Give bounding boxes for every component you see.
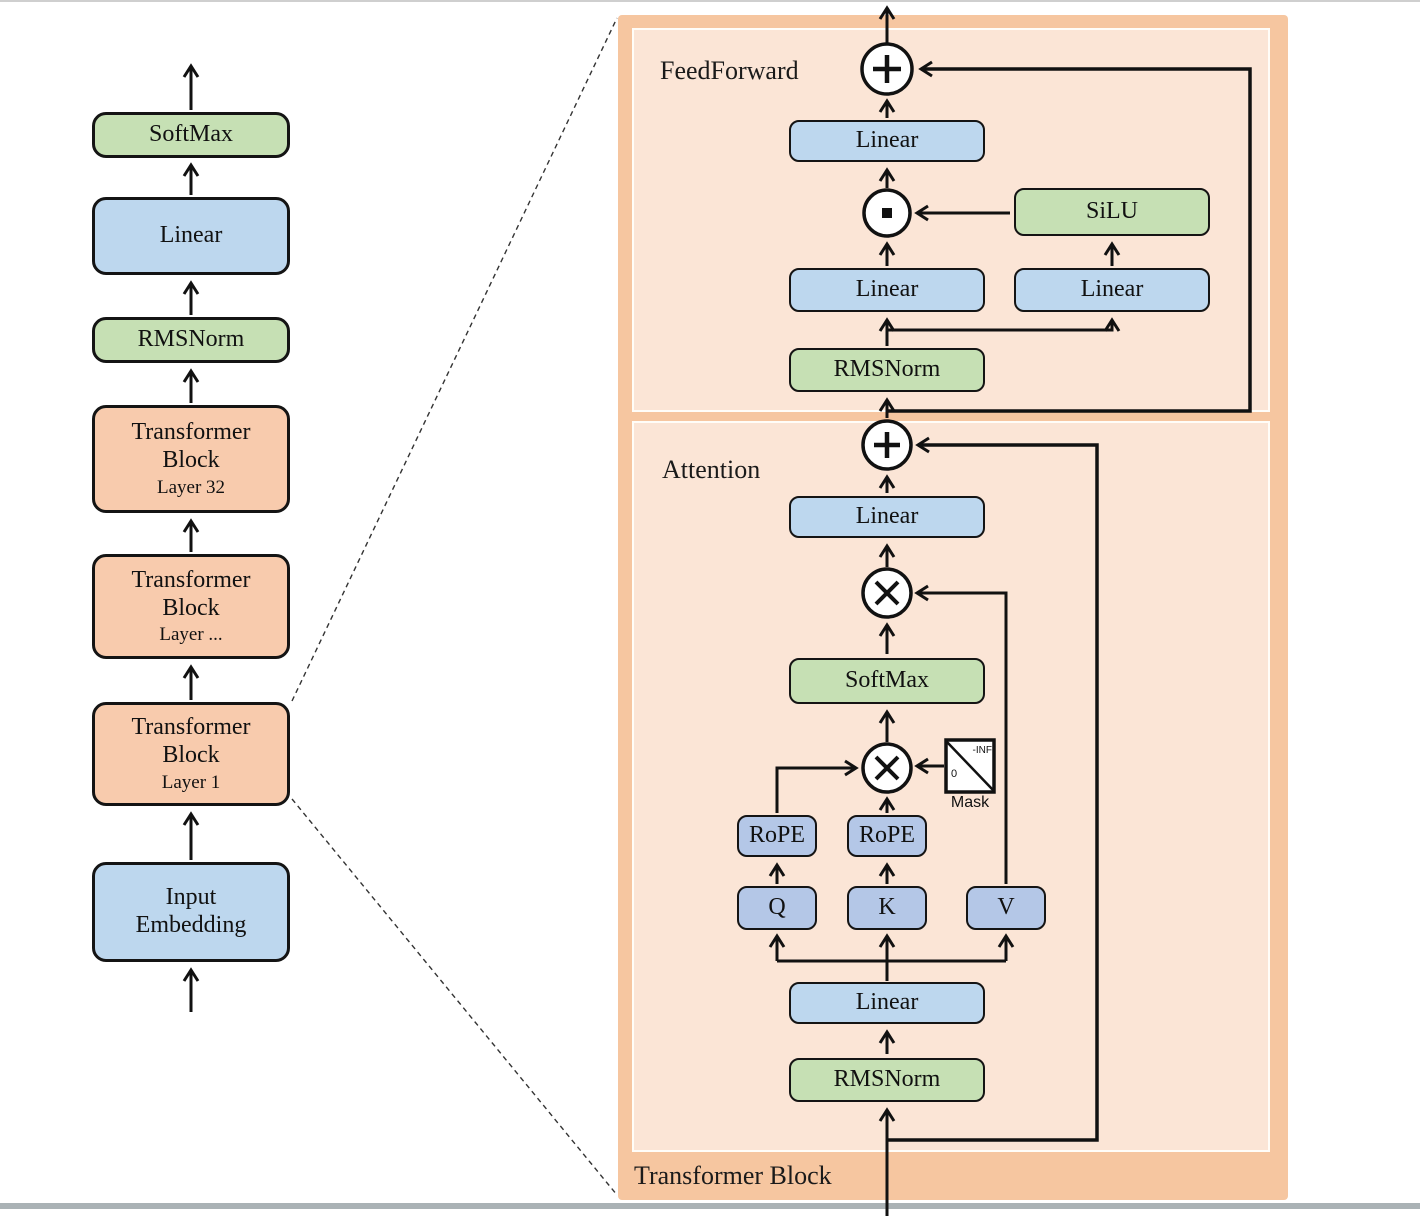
block-arrows xyxy=(768,5,1121,1216)
block-layer-label: Layer 32 xyxy=(156,476,226,498)
left-softmax-label: SoftMax xyxy=(149,121,233,148)
transformer-block-1-box: Transformer Block Layer 1 xyxy=(92,702,290,806)
block-label-line1: Transformer xyxy=(131,419,251,446)
matmul-icon-qk xyxy=(861,742,913,794)
q-label: Q xyxy=(768,894,786,921)
mask-label: Mask xyxy=(950,794,990,811)
k-label: K xyxy=(878,894,896,921)
zoom-guide-lines xyxy=(291,17,618,1196)
window-bottom-edge xyxy=(0,1203,1420,1209)
left-rmsnorm-label: RMSNorm xyxy=(137,326,245,353)
add-icon-feedforward xyxy=(860,42,914,96)
left-linear-box: Linear xyxy=(92,197,290,275)
v-box: V xyxy=(966,886,1046,930)
mask-neg-inf-label: -INF xyxy=(972,745,992,756)
att-linear-out-label: Linear xyxy=(855,503,919,530)
att-linear-out-box: Linear xyxy=(789,496,985,538)
transformer-block-panel-title: Transformer Block xyxy=(634,1161,832,1190)
ff-rmsnorm-label: RMSNorm xyxy=(833,356,941,383)
block-label-line2: Block xyxy=(162,742,220,769)
mask-icon xyxy=(944,738,996,794)
add-icon-attention xyxy=(861,419,913,471)
q-box: Q xyxy=(737,886,817,930)
left-rmsnorm-box: RMSNorm xyxy=(92,317,290,363)
ff-linear-out-label: Linear xyxy=(855,127,919,154)
input-embedding-line2: Embedding xyxy=(135,912,247,938)
att-softmax-label: SoftMax xyxy=(845,667,929,694)
att-softmax-box: SoftMax xyxy=(789,658,985,704)
transformer-block-dots-box: Transformer Block Layer ... xyxy=(92,554,290,659)
mask-zero-label: 0 xyxy=(951,768,958,780)
rope-k-box: RoPE xyxy=(847,815,927,857)
matmul-icon-av xyxy=(861,567,913,619)
elementwise-multiply-icon xyxy=(862,188,912,238)
left-linear-label: Linear xyxy=(159,222,223,249)
att-linear-in-box: Linear xyxy=(789,982,985,1024)
ff-linear-out-box: Linear xyxy=(789,120,985,162)
block-layer-label: Layer 1 xyxy=(161,771,221,793)
residual-connections xyxy=(887,60,1252,1142)
ff-linear-up-box: Linear xyxy=(1014,268,1210,312)
feedforward-title: FeedForward xyxy=(660,56,799,85)
rope-k-label: RoPE xyxy=(858,822,915,849)
att-rmsnorm-label: RMSNorm xyxy=(833,1066,941,1093)
rope-q-box: RoPE xyxy=(737,815,817,857)
att-rmsnorm-box: RMSNorm xyxy=(789,1058,985,1102)
v-label: V xyxy=(997,894,1015,921)
ff-rmsnorm-box: RMSNorm xyxy=(789,348,985,392)
k-box: K xyxy=(847,886,927,930)
window-top-edge xyxy=(0,0,1420,2)
transformer-block-32-box: Transformer Block Layer 32 xyxy=(92,405,290,513)
rope-q-label: RoPE xyxy=(748,822,805,849)
left-softmax-box: SoftMax xyxy=(92,112,290,158)
input-embedding-line1: Input xyxy=(165,884,217,911)
ff-linear-gate-label: Linear xyxy=(855,276,919,303)
block-label-line2: Block xyxy=(162,447,220,474)
block-label-line1: Transformer xyxy=(131,566,251,593)
ff-silu-box: SiLU xyxy=(1014,188,1210,236)
operator-glyphs xyxy=(860,42,996,794)
block-layer-label: Layer ... xyxy=(159,624,223,646)
ff-linear-gate-box: Linear xyxy=(789,268,985,312)
attention-title: Attention xyxy=(662,455,761,484)
block-label-line2: Block xyxy=(162,594,220,621)
ff-linear-up-label: Linear xyxy=(1080,276,1144,303)
block-label-line1: Transformer xyxy=(131,714,251,741)
input-embedding-box: Input Embedding xyxy=(92,862,290,962)
att-linear-in-label: Linear xyxy=(855,989,919,1016)
ff-silu-label: SiLU xyxy=(1085,198,1138,225)
